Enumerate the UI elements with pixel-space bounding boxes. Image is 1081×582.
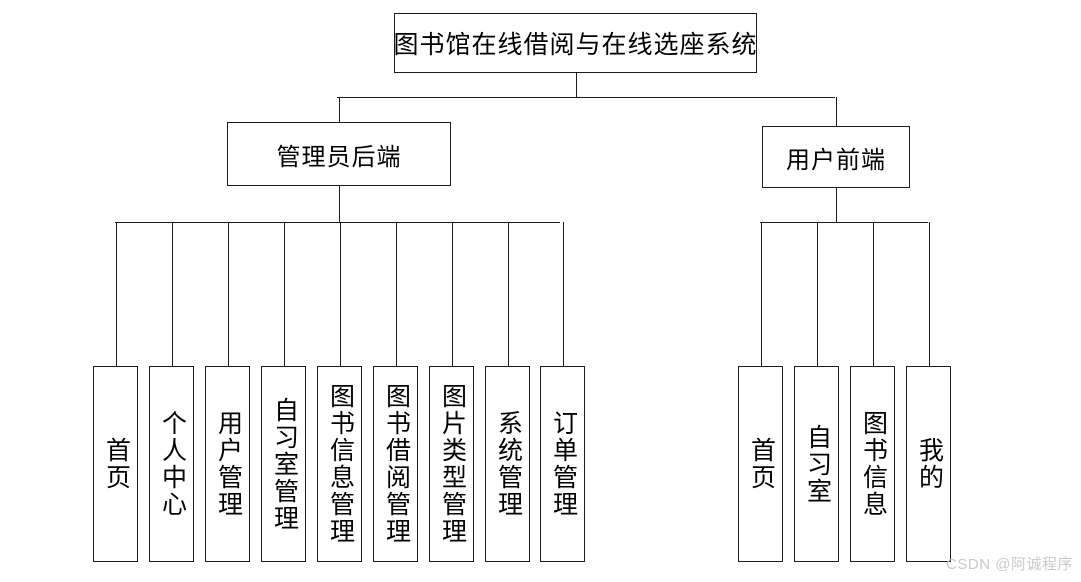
leaf-node-admin-6: 图片类型管理	[429, 366, 474, 562]
leaf-stem-line-user-0	[760, 222, 762, 366]
leaf-stem-line-admin-7	[507, 222, 509, 366]
root-node-system-title: 图书馆在线借阅与在线选座系统	[394, 13, 757, 73]
leaf-stem-line-admin-8	[562, 222, 564, 366]
leaf-node-user-0: 首页	[738, 366, 783, 562]
leaf-node-admin-0: 首页	[93, 366, 138, 562]
leaf-stem-line-admin-3	[283, 222, 285, 366]
top-bus-line	[337, 97, 835, 99]
branch-node-admin: 管理员后端	[227, 122, 451, 186]
leaf-stem-line-admin-6	[451, 222, 453, 366]
leaf-stem-line-admin-0	[115, 222, 117, 366]
leaf-node-admin-8: 订单管理	[540, 366, 585, 562]
branch-node-user: 用户前端	[762, 126, 910, 188]
leaf-node-admin-3: 自习室管理	[261, 366, 306, 562]
leaf-bus-line-user	[760, 222, 928, 224]
leaf-stem-line-user-2	[872, 222, 874, 366]
leaf-node-admin-1: 个人中心	[149, 366, 194, 562]
leaf-node-admin-7: 系统管理	[485, 366, 530, 562]
leaf-node-user-2: 图书信息	[850, 366, 895, 562]
leaf-node-admin-2: 用户管理	[205, 366, 250, 562]
branch-drop-line-user	[836, 188, 838, 222]
leaf-stem-line-admin-4	[339, 222, 341, 366]
leaf-bus-line-admin	[115, 222, 560, 224]
leaf-node-admin-5: 图书借阅管理	[373, 366, 418, 562]
leaf-stem-line-user-3	[928, 222, 930, 366]
branch-drop-line-admin	[339, 186, 341, 222]
leaf-stem-line-admin-2	[227, 222, 229, 366]
leaf-node-user-3: 我的	[906, 366, 951, 562]
leaf-node-user-1: 自习室	[794, 366, 839, 562]
watermark: CSDN @阿诚程序	[946, 556, 1073, 573]
leaf-stem-line-admin-5	[395, 222, 397, 366]
branch-stem-line-admin	[339, 97, 341, 122]
leaf-stem-line-user-1	[816, 222, 818, 366]
leaf-node-admin-4: 图书信息管理	[317, 366, 362, 562]
branch-stem-line-user	[836, 97, 838, 126]
leaf-stem-line-admin-1	[171, 222, 173, 366]
root-stem-line	[575, 73, 577, 97]
